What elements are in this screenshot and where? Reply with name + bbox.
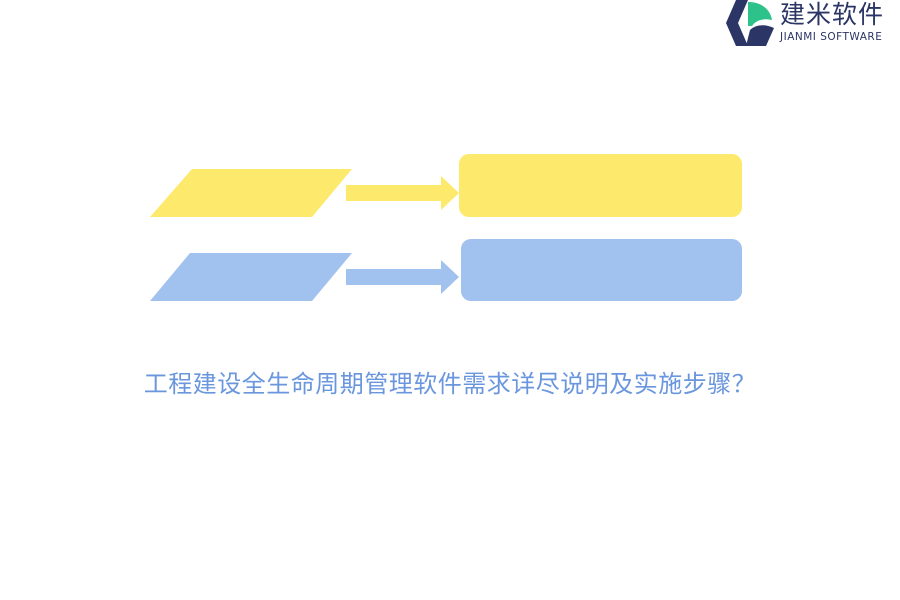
arrow-right-icon bbox=[346, 260, 459, 294]
logo-chinese-name: 建米软件 bbox=[780, 0, 885, 29]
output-box-blue bbox=[461, 239, 742, 301]
input-parallelogram-yellow bbox=[150, 169, 352, 217]
output-box-yellow bbox=[459, 154, 742, 217]
arrow-right-icon bbox=[346, 176, 459, 210]
brand-logo: 建米软件 JIANMI SOFTWARE bbox=[722, 0, 900, 48]
input-parallelogram-blue bbox=[150, 253, 352, 301]
jianmi-logo-icon bbox=[726, 0, 774, 46]
diagram-caption: 工程建设全生命周期管理软件需求详尽说明及实施步骤？ bbox=[143, 370, 757, 398]
logo-english-name: JIANMI SOFTWARE bbox=[780, 31, 883, 43]
